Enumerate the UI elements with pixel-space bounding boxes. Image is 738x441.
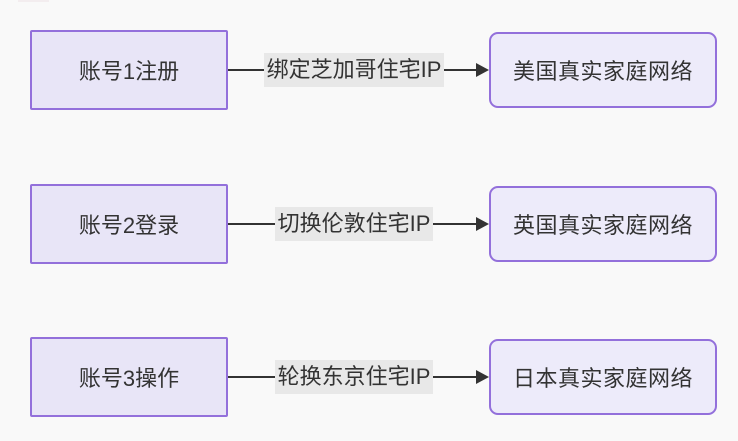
source-node-label: 账号2登录 <box>78 213 180 238</box>
edge-line <box>228 69 478 71</box>
arrowhead-icon <box>476 63 489 77</box>
target-node-label: 英国真实家庭网络 <box>512 213 693 238</box>
target-node-label: 美国真实家庭网络 <box>512 59 693 84</box>
target-node: 美国真实家庭网络 <box>489 32 717 108</box>
source-node-label: 账号3操作 <box>78 366 180 391</box>
flow-row: 账号1注册 绑定芝加哥住宅IP 美国真实家庭网络 <box>0 30 738 110</box>
target-node: 英国真实家庭网络 <box>489 186 717 262</box>
arrowhead-icon <box>476 370 489 384</box>
source-node: 账号3操作 <box>30 337 228 417</box>
target-node: 日本真实家庭网络 <box>489 339 717 415</box>
target-node-label: 日本真实家庭网络 <box>512 366 693 391</box>
cropped-edge-artifact <box>18 0 49 2</box>
source-node-label: 账号1注册 <box>78 59 180 84</box>
source-node: 账号2登录 <box>30 184 228 264</box>
source-node: 账号1注册 <box>30 30 228 110</box>
arrowhead-icon <box>476 217 489 231</box>
edge-line <box>228 223 478 225</box>
edge-line <box>228 376 478 378</box>
flow-row: 账号3操作 轮换东京住宅IP 日本真实家庭网络 <box>0 337 738 417</box>
flow-row: 账号2登录 切换伦敦住宅IP 英国真实家庭网络 <box>0 184 738 264</box>
